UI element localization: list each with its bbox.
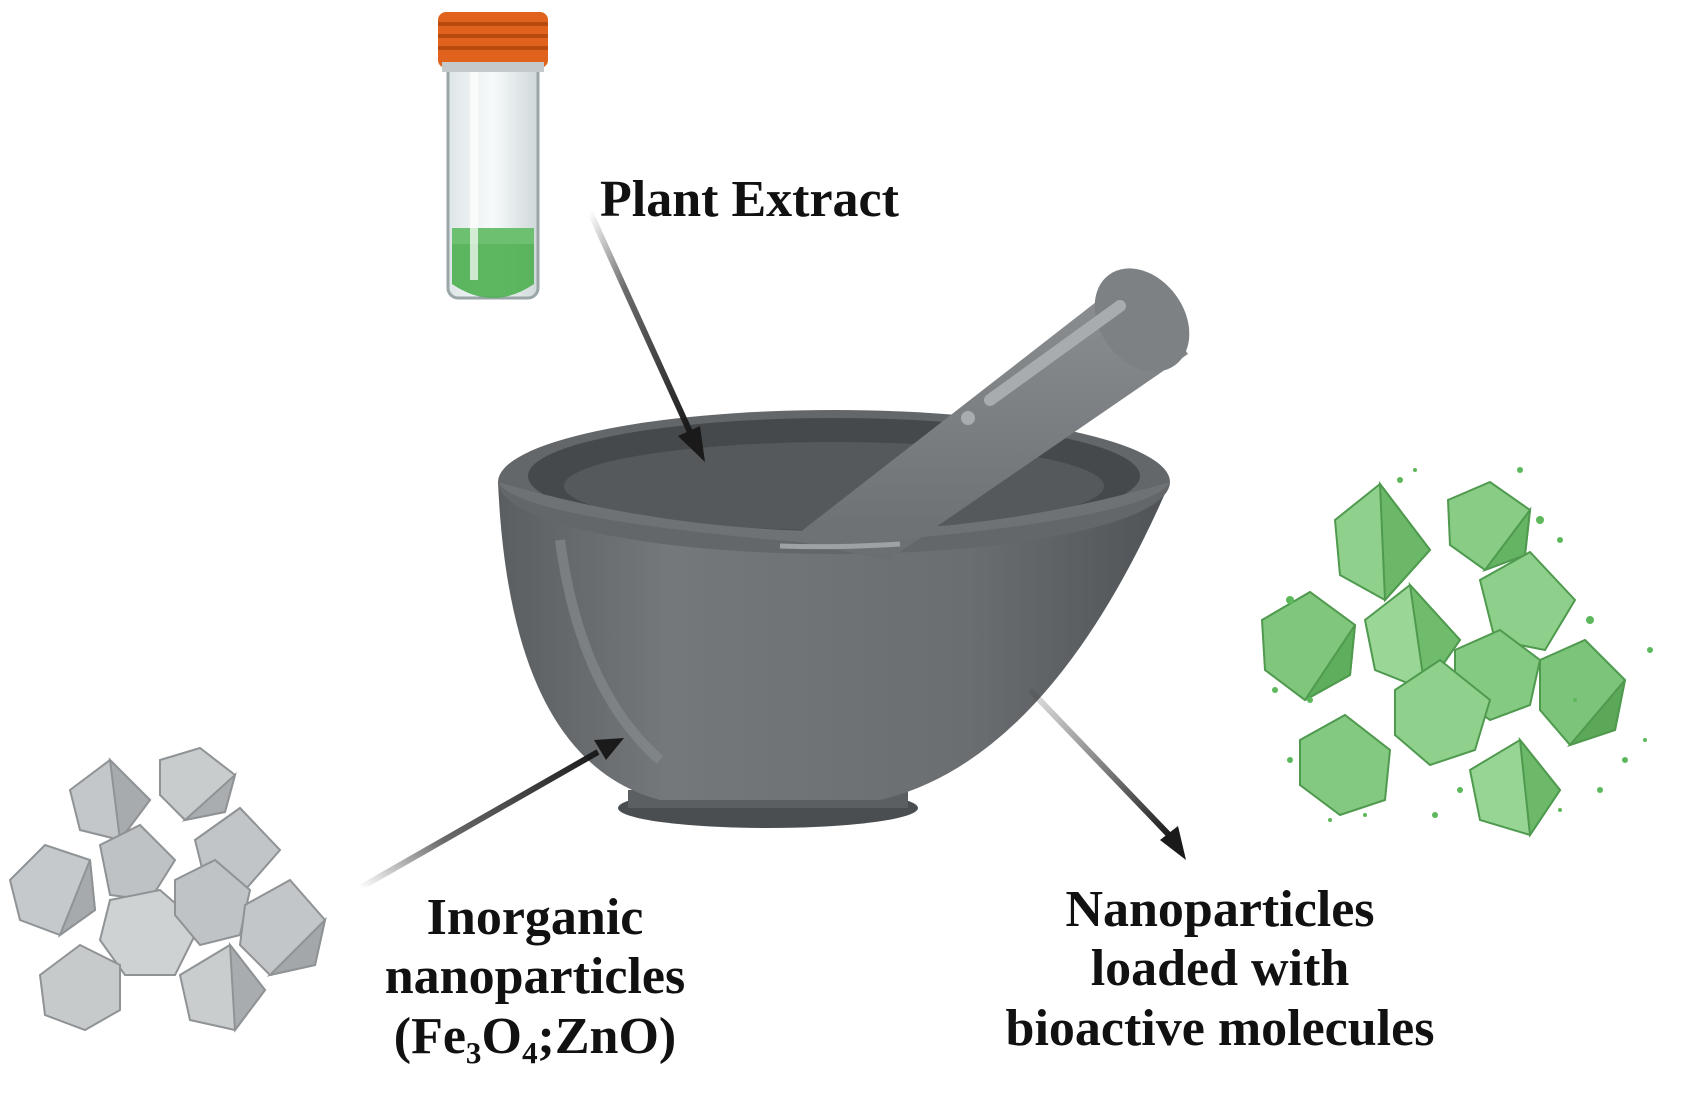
gray-crystals-icon	[8, 746, 327, 1033]
loaded-line-1: Nanoparticles	[1065, 881, 1375, 938]
inorganic-line-2: nanoparticles	[384, 948, 686, 1006]
inorganic-line-1: Inorganic	[426, 889, 644, 946]
loaded-nanoparticles-label: Nanoparticles loaded with bioactive mole…	[940, 880, 1500, 1058]
arrow-plant-to-bowl	[587, 210, 705, 462]
mortar-pestle-icon	[498, 268, 1190, 828]
inorganic-nanoparticles-label: Inorganic nanoparticles (Fe₃O₄;ZnO)	[320, 888, 750, 1066]
green-dust	[1272, 467, 1653, 822]
arrow-bowl-to-loaded	[1027, 687, 1186, 860]
test-tube-icon	[438, 12, 548, 300]
green-crystals-icon	[1260, 480, 1627, 838]
loaded-line-3: bioactive molecules	[1005, 999, 1435, 1057]
arrow-inorganic-to-bowl	[358, 738, 624, 891]
inorganic-line-3: (Fe₃O₄;ZnO)	[393, 1007, 677, 1065]
loaded-line-2: loaded with	[1090, 940, 1350, 998]
plant-extract-label: Plant Extract	[600, 171, 899, 228]
